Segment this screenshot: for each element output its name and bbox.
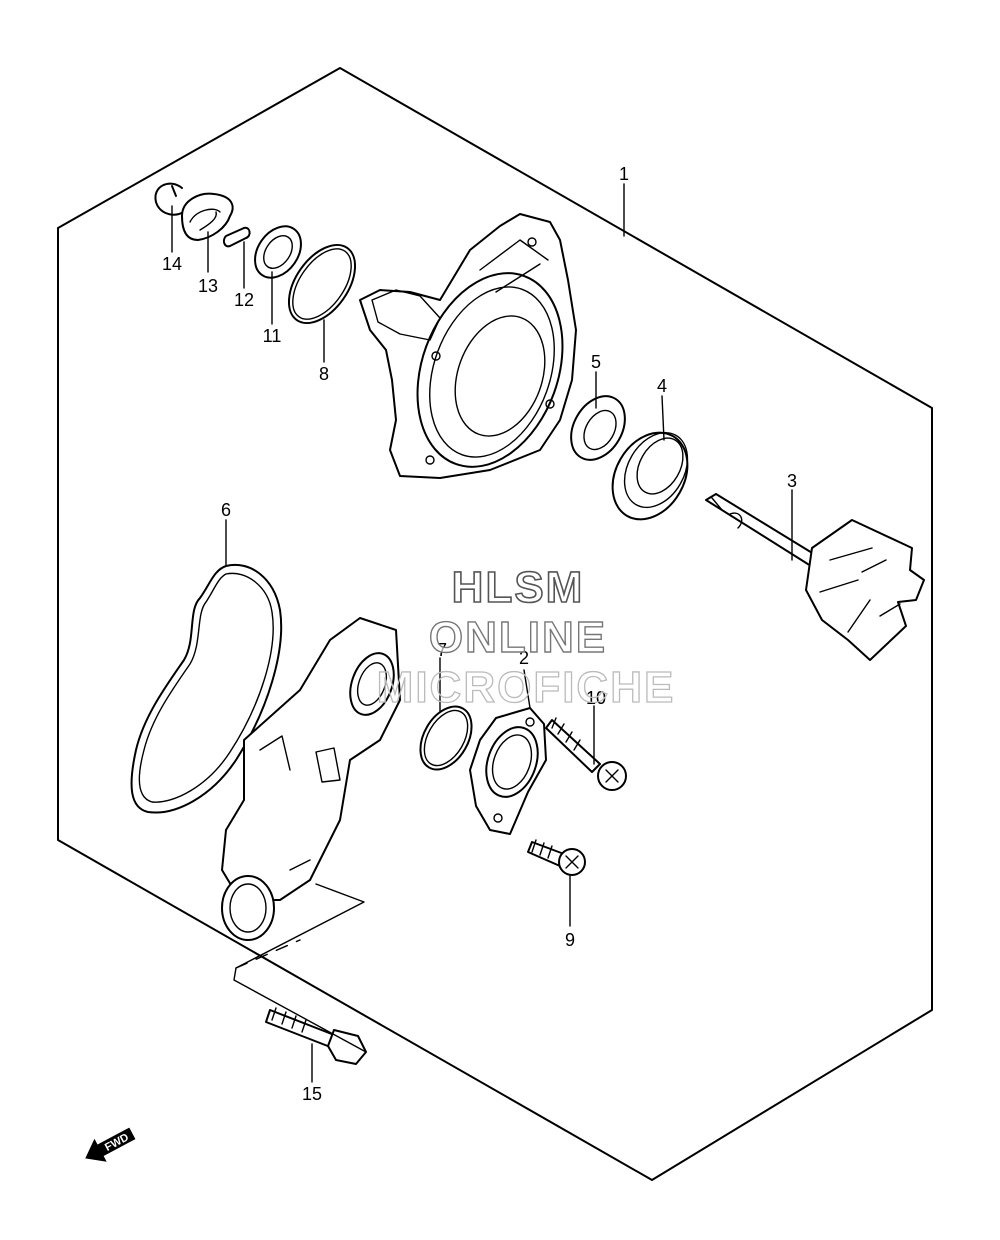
fwd-arrow: FWD bbox=[85, 1127, 136, 1162]
watermark-line-3: MICROFICHE bbox=[377, 663, 676, 712]
callout-7: 7 bbox=[437, 640, 447, 660]
callout-1: 1 bbox=[619, 164, 629, 184]
watermark-line-2: ONLINE bbox=[429, 613, 607, 662]
part-8-o-ring[interactable] bbox=[275, 233, 368, 335]
callout-8: 8 bbox=[319, 364, 329, 384]
fwd-label: FWD bbox=[103, 1131, 131, 1153]
part-6-gasket[interactable] bbox=[130, 563, 283, 814]
callout-12: 12 bbox=[234, 290, 254, 310]
part-5-oil-seal[interactable] bbox=[560, 387, 636, 470]
callout-15: 15 bbox=[302, 1084, 322, 1104]
part-4-mechanical-seal[interactable] bbox=[598, 419, 703, 533]
part-11-washer[interactable] bbox=[246, 218, 311, 287]
part-12-pin[interactable] bbox=[222, 226, 251, 248]
callout-14: 14 bbox=[162, 254, 182, 274]
callout-13: 13 bbox=[198, 276, 218, 296]
callout-5: 5 bbox=[591, 352, 601, 372]
detail-dash bbox=[235, 939, 301, 969]
part-3-impeller[interactable] bbox=[705, 493, 925, 661]
leader-lines bbox=[171, 183, 793, 1083]
watermark: HLSM ONLINE MICROFICHE bbox=[376, 562, 676, 712]
callout-3: 3 bbox=[787, 471, 797, 491]
callout-10: 10 bbox=[586, 688, 606, 708]
part-15-bolt[interactable] bbox=[265, 1007, 367, 1065]
part-1-pump-housing[interactable] bbox=[359, 213, 588, 487]
callout-11: 11 bbox=[263, 326, 282, 346]
part-10-screw[interactable] bbox=[545, 717, 627, 791]
part-2-thermostat-cover[interactable] bbox=[469, 707, 547, 835]
part-13-cam[interactable] bbox=[181, 192, 234, 241]
watermark-line-1: HLSM bbox=[452, 563, 585, 612]
callout-6: 6 bbox=[221, 500, 231, 520]
callout-9: 9 bbox=[565, 930, 575, 950]
callout-4: 4 bbox=[657, 376, 667, 396]
assembly-frame bbox=[57, 67, 933, 1181]
fwd-arrow-icon bbox=[85, 1127, 136, 1162]
part-7-o-ring[interactable] bbox=[410, 698, 482, 779]
part-9-screw[interactable] bbox=[527, 839, 586, 876]
callout-2: 2 bbox=[519, 648, 529, 668]
part-2-cover[interactable] bbox=[221, 617, 402, 941]
part-14-circlip[interactable] bbox=[154, 182, 187, 216]
